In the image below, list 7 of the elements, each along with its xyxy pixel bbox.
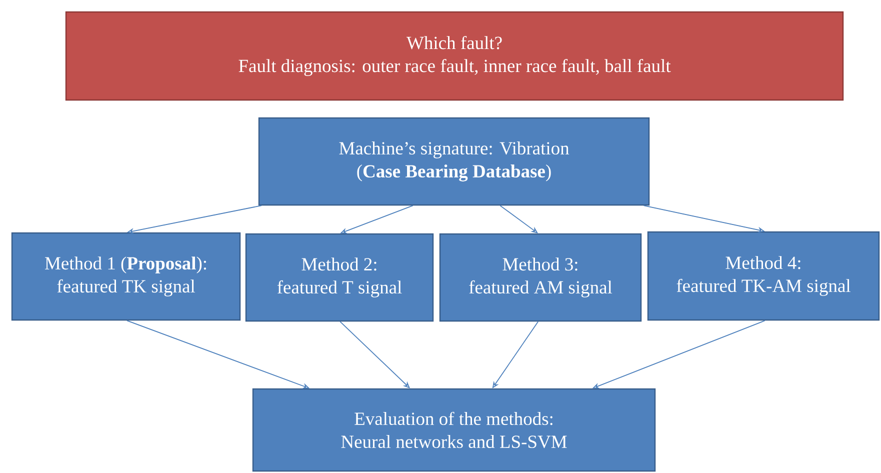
- method-box: Method 2: featured T signal: [245, 233, 434, 322]
- question-box: Which fault? Fault diagnosis: outer race fault, inner race fault, ball fault: [65, 11, 844, 101]
- method-box: Method 1 (Proposal): featured TK signal: [11, 232, 241, 321]
- method-box: Method 3: featured AM signal: [439, 233, 642, 322]
- method-box: Method 4: featured TK-AM signal: [647, 231, 880, 321]
- source-box: Machine’s signature: Vibration (Case Bearing Database): [258, 117, 650, 206]
- evaluation-box: Evaluation of the methods: Neural networks and LS-SVM: [252, 388, 656, 472]
